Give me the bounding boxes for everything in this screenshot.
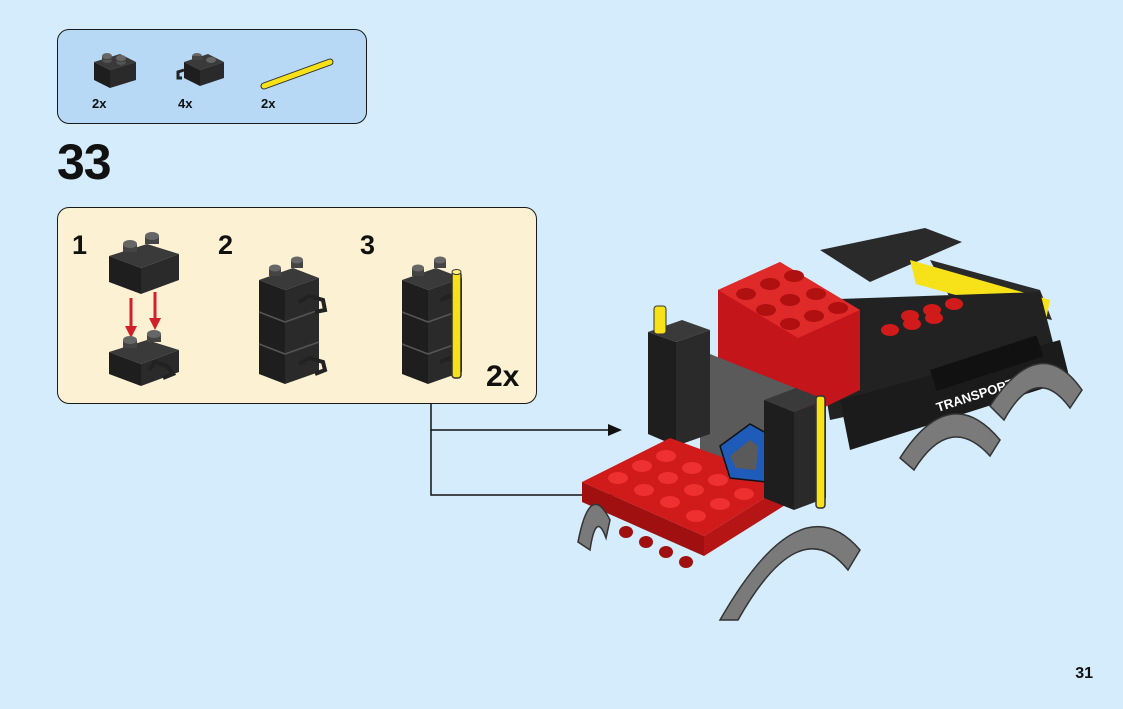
truck-model-illustration: TRANSPORT — [570, 220, 1090, 630]
page-number: 31 — [1075, 665, 1093, 683]
